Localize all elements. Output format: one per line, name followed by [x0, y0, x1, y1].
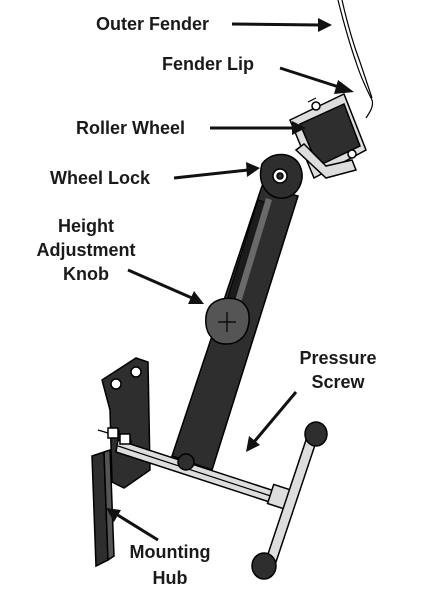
roller-wheel-label: Roller Wheel: [76, 118, 185, 138]
outer-fender-label: Outer Fender: [96, 14, 209, 34]
wheel-lock-shape: [259, 153, 303, 199]
mounting-hub-shape: [91, 448, 115, 568]
height-adjustment-knob-arrow: [127, 268, 204, 304]
pressure-screw-label-line1: Pressure: [299, 348, 376, 368]
pressure-screw-arrow: [246, 391, 298, 452]
outer-fender-shape: [337, 0, 374, 119]
mounting-hub-label-line2: Hub: [153, 568, 188, 588]
fender-lip-arrow: [279, 66, 354, 94]
outer-fender-arrow: [231, 18, 332, 32]
t-handle-shape: [251, 421, 328, 580]
height-adjustment-knob-label-line2: Adjustment: [37, 240, 136, 260]
mounting-hub-arrow: [106, 508, 159, 542]
fender-lip-label: Fender Lip: [162, 54, 254, 74]
bracket-nuts-shape: [97, 427, 131, 445]
height-adjustment-knob-shape: [205, 297, 250, 345]
mounting-hub-label-line1: Mounting: [130, 542, 211, 562]
roller-wheel-arrow: [210, 121, 306, 135]
pressure-screw-label-line2: Screw: [311, 372, 365, 392]
height-adjustment-knob-label-line1: Height: [58, 216, 114, 236]
wheel-lock-arrow: [173, 162, 260, 180]
wheel-lock-label: Wheel Lock: [50, 168, 151, 188]
height-adjustment-knob-label-line3: Knob: [63, 264, 109, 284]
roller-wheel-shape: [289, 92, 367, 180]
